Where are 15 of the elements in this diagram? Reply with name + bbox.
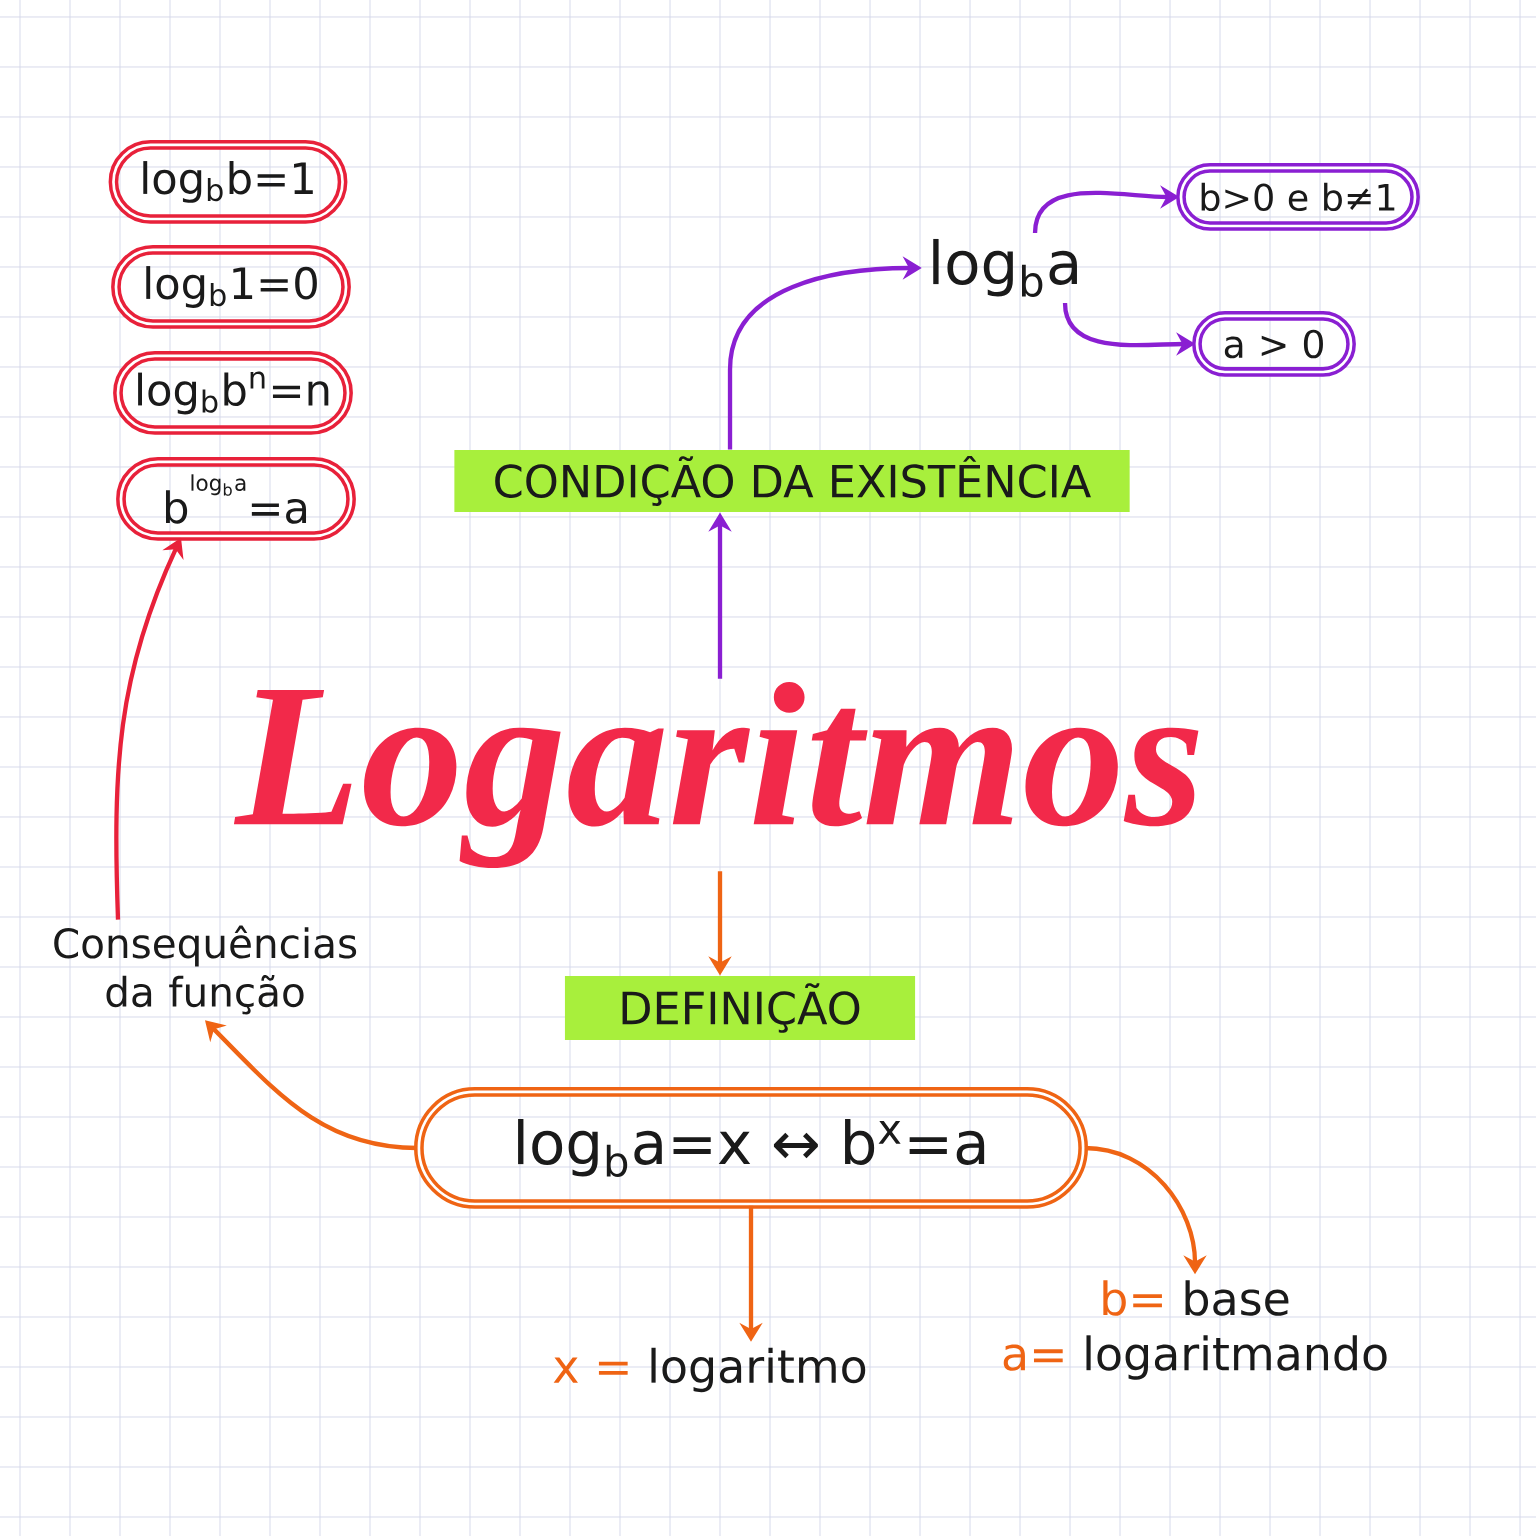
formula-oval: log$_{b}$1=0 [111, 245, 351, 329]
formula-oval: b>0 e b≠1 [1176, 163, 1420, 231]
formula-oval: a > 0 [1192, 311, 1356, 377]
arrow [205, 1020, 418, 1151]
highlighted-heading: CONDIÇÃO DA EXISTÊNCIA [454, 449, 1130, 512]
definition-text: x = logaritmo [553, 1347, 866, 1393]
formula-oval: b log$_{b}$a =a [116, 457, 356, 541]
formula-oval: log$_{b}$a=x ↔ b$^{x}$=a [414, 1087, 1088, 1209]
formula-text: log$_{b}$a [933, 238, 1077, 297]
highlighted-heading: DEFINIÇÃO [564, 976, 916, 1040]
formula-oval: log$_{b}$b=1 [108, 140, 348, 224]
script-title: Logaritmos [233, 681, 1199, 869]
definition-text: b= base a= logaritmando [1003, 1280, 1387, 1380]
formula-oval: log$_{b}$b$^{n}$=n [113, 351, 353, 435]
text-label: Consequências da função [54, 925, 357, 1015]
